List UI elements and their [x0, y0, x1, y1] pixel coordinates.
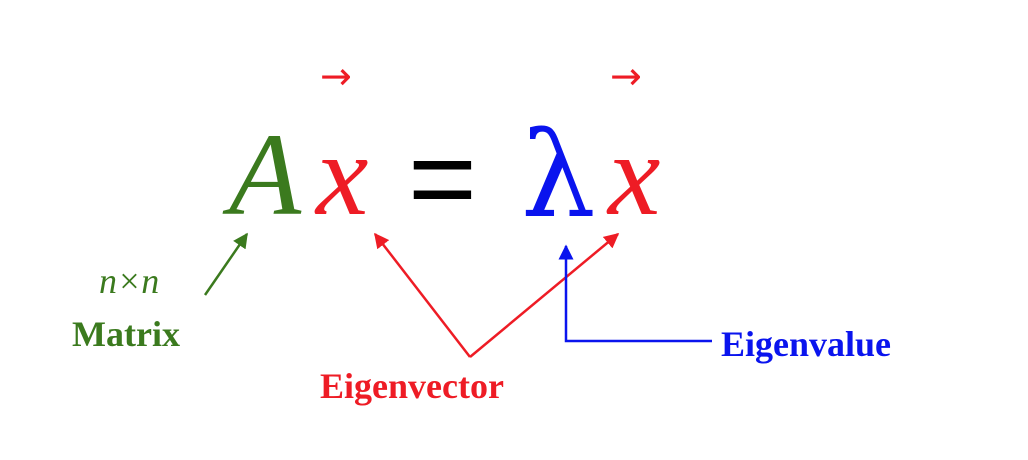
- eigenvalue-arrow: [558, 244, 712, 343]
- matrix-label: Matrix: [72, 314, 180, 354]
- equals-sign: =: [408, 113, 477, 245]
- matrix-arrow: [203, 232, 249, 296]
- matrix-dimensions: n×n: [99, 261, 160, 301]
- eigenvector-symbol-left: x: [316, 109, 369, 240]
- vector-arrow-right: →: [610, 54, 642, 98]
- matrix-symbol: A: [229, 109, 302, 240]
- vector-arrow-left: →: [320, 54, 352, 98]
- eigenvalue-label: Eigenvalue: [721, 324, 892, 364]
- eigenvector-arrow-left: [374, 232, 471, 358]
- eigenvector-symbol-right: x: [608, 109, 661, 240]
- eigenvector-arrow-right: [469, 233, 620, 358]
- eigenvector-label: Eigenvector: [320, 366, 504, 406]
- eigenvalue-symbol: λ: [521, 106, 596, 244]
